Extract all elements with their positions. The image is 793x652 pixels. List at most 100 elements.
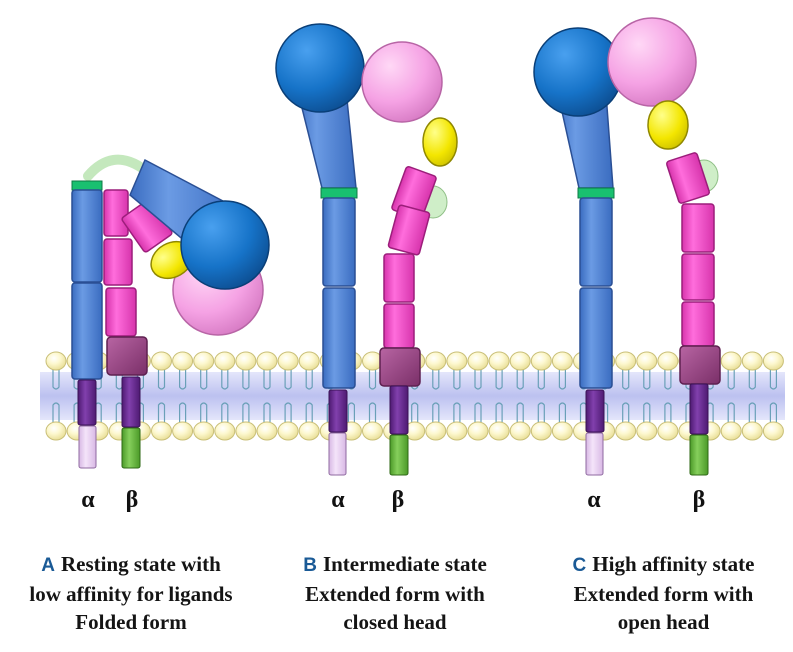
alpha-propeller-head xyxy=(180,200,270,290)
lipid-head xyxy=(741,351,763,371)
integrin-folded xyxy=(71,154,270,469)
beta-subunit-label: β xyxy=(125,487,139,513)
alpha-calf-domain xyxy=(322,197,356,287)
alpha-subunit-label: α xyxy=(331,487,345,513)
beta-tail-domain xyxy=(106,336,148,376)
lipid-head xyxy=(720,421,742,441)
lipid-tail xyxy=(495,370,503,390)
lipid-tail xyxy=(179,402,187,422)
caption-line: Extended form with xyxy=(573,582,754,606)
lipid-tail xyxy=(558,370,566,390)
beta-transmembrane xyxy=(689,383,709,435)
lipid-tail xyxy=(432,370,440,390)
lipid-tail xyxy=(52,402,60,422)
lipid-head xyxy=(214,421,236,441)
lipid-tail xyxy=(221,370,229,390)
lipid-tail xyxy=(474,370,482,390)
lipid-head xyxy=(45,421,67,441)
beta-transmembrane xyxy=(389,385,409,435)
lipid-head xyxy=(256,421,278,441)
lipid-tail xyxy=(474,402,482,422)
lipid-tail xyxy=(558,402,566,422)
alpha-subunit-label: α xyxy=(81,487,95,513)
integrin-extended-closed xyxy=(275,23,458,476)
beta-tail-domain xyxy=(379,347,421,387)
alpha-cytoplasmic-tail xyxy=(585,432,604,476)
lipid-head xyxy=(235,421,257,441)
lipid-head xyxy=(362,421,383,441)
lipid-tail xyxy=(284,370,292,390)
beta-egf-domain xyxy=(105,287,137,337)
alpha-subunit-label: α xyxy=(587,487,601,513)
alpha-propeller-head xyxy=(275,23,365,113)
lipid-tail xyxy=(52,370,60,390)
alpha-transmembrane xyxy=(585,389,605,433)
alpha-calf-domain xyxy=(579,197,613,287)
lipid-head xyxy=(193,421,215,441)
lipid-head xyxy=(298,351,320,371)
lipid-head xyxy=(509,351,531,371)
lipid-head xyxy=(256,351,278,371)
lipid-tail xyxy=(769,370,777,390)
beta-egf-domain xyxy=(666,152,710,204)
alpha-calf-domain xyxy=(71,282,103,380)
lipid-head xyxy=(45,351,67,371)
lipid-tail xyxy=(179,370,187,390)
lipid-head xyxy=(151,351,172,371)
psi-domain xyxy=(422,117,458,167)
lipid-head xyxy=(762,351,784,371)
lipid-head xyxy=(298,421,320,441)
lipid-tail xyxy=(664,370,672,390)
caption-line: Extended form with xyxy=(305,582,485,606)
panel-letter: A xyxy=(41,555,55,576)
beta-egf-domain xyxy=(681,203,715,253)
lipid-tail xyxy=(453,370,461,390)
panel-letter: C xyxy=(572,555,587,576)
lipid-tail xyxy=(537,370,545,390)
alpha-cytoplasmic-tail xyxy=(78,425,97,469)
lipid-tail xyxy=(305,402,313,422)
beta-subunit-label: β xyxy=(391,487,405,513)
alpha-calf-domain xyxy=(579,287,613,389)
lipid-tail xyxy=(453,402,461,422)
psi-domain xyxy=(647,100,689,150)
lipid-head xyxy=(615,351,637,371)
lipid-head xyxy=(488,351,510,371)
lipid-tail xyxy=(242,370,250,390)
lipid-tail xyxy=(411,402,419,422)
lipid-tail xyxy=(748,402,756,422)
caption-line: low affinity for ligands xyxy=(29,582,233,606)
caption-line: Folded form xyxy=(75,610,187,634)
beta-egf-domain xyxy=(103,189,129,237)
alpha-calf-domain xyxy=(322,287,356,389)
alpha-transmembrane xyxy=(328,389,348,433)
alpha-thigh-domain xyxy=(71,189,103,283)
lipid-head xyxy=(425,421,447,441)
lipid-head xyxy=(657,421,679,441)
lipid-tail xyxy=(200,402,208,422)
lipid-tail xyxy=(727,402,735,422)
lipid-tail xyxy=(748,370,756,390)
lipid-tail xyxy=(263,402,271,422)
lipid-tail xyxy=(263,370,271,390)
lipid-head xyxy=(741,421,763,441)
lipid-head xyxy=(488,421,510,441)
lipid-head xyxy=(467,421,489,441)
lipid-tail xyxy=(411,370,419,390)
lipid-head xyxy=(530,421,552,441)
lipid-head xyxy=(551,351,573,371)
lipid-tail xyxy=(516,402,524,422)
lipid-head xyxy=(551,421,573,441)
lipid-tail xyxy=(622,370,630,390)
beta-egf-domain xyxy=(103,238,133,286)
beta-egf-domain xyxy=(383,303,415,349)
caption-line: closed head xyxy=(343,610,447,634)
beta-tail-domain xyxy=(679,345,721,385)
beta-egf-domain xyxy=(681,301,715,347)
lipid-head xyxy=(636,351,658,371)
lipid-tail xyxy=(284,402,292,422)
